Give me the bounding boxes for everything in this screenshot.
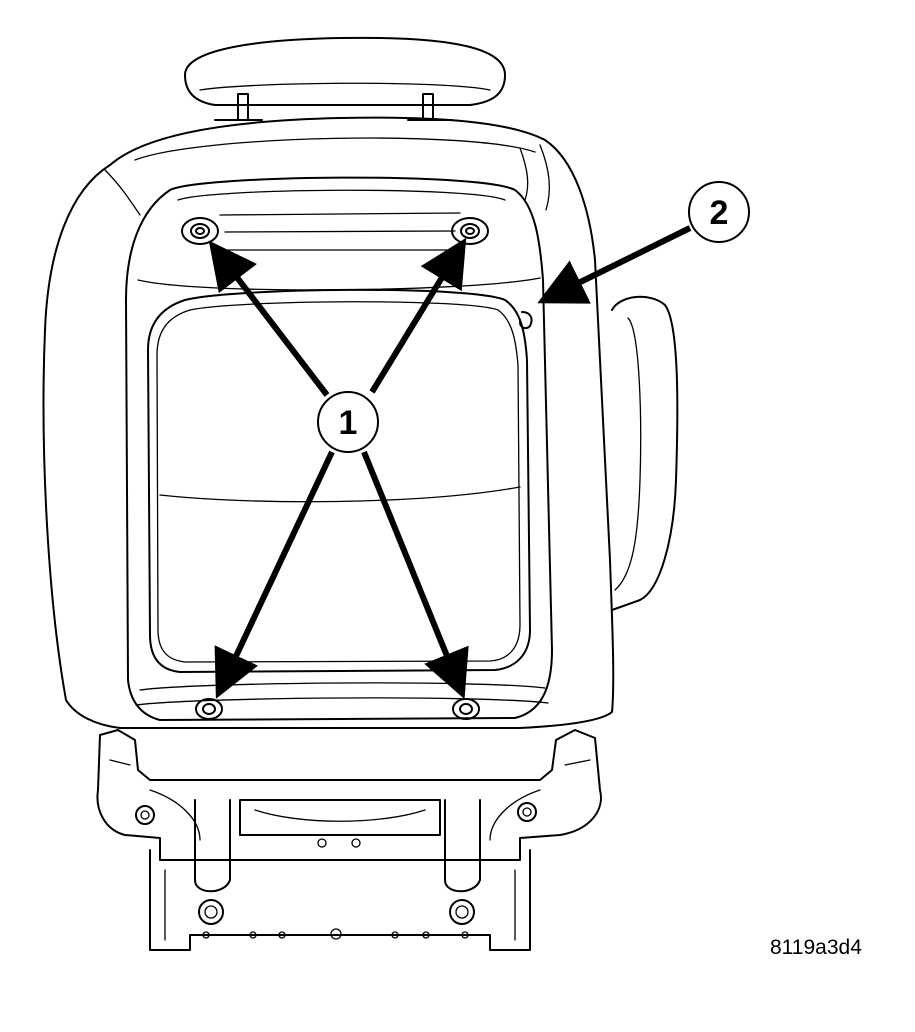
headrest xyxy=(184,36,506,121)
upper-left-fastener xyxy=(181,217,219,245)
callout-2-leader xyxy=(537,225,692,304)
rear-panel xyxy=(125,176,553,721)
trim-clip-notch xyxy=(519,311,533,330)
seat-back-shell xyxy=(42,116,615,729)
bottom-trim xyxy=(135,682,549,706)
seat-base xyxy=(96,729,602,951)
callout-2-label: 2 xyxy=(710,194,729,232)
callout-1: 1 xyxy=(317,391,379,453)
callout-2: 2 xyxy=(688,181,750,243)
lower-left-fastener xyxy=(195,698,223,720)
figure-id: 8119a3d4 xyxy=(770,936,862,959)
panel-window xyxy=(147,288,531,673)
lower-right-fastener xyxy=(452,698,480,720)
callout-1-label: 1 xyxy=(339,404,358,442)
upper-right-fastener xyxy=(451,217,489,245)
callout-1-leaders xyxy=(208,237,469,700)
side-bolster xyxy=(611,295,679,611)
